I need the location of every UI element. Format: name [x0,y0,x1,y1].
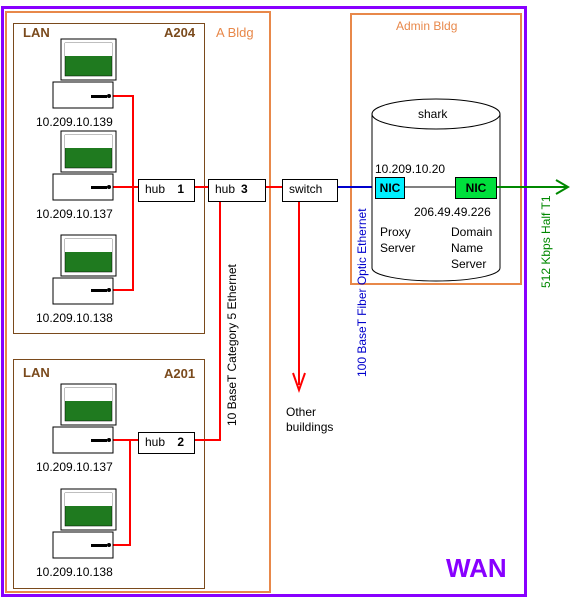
t1-link-label: 512 Kbps Half T1 [539,195,553,288]
proxy-server-label: Proxy Server [380,225,416,255]
fiber-optic-label: 100 BaseT Fiber Optic Ethernet [355,208,369,377]
hub-number: 2 [177,435,184,449]
server-name: shark [418,107,448,121]
nic-internal: NIC [375,177,405,199]
computer-lan2-1 [52,383,117,454]
computer-lan1-3 [52,234,117,305]
admin-building-frame [350,13,522,285]
server-external-ip: 206.49.49.226 [414,205,491,219]
t1-arrow [555,179,570,195]
switch-label: switch [289,182,323,196]
nic-external: NIC [455,177,497,199]
lan-a204-label: LAN [23,25,50,40]
hub-3: hub 3 [208,179,266,202]
hub-name: hub [215,182,236,196]
computer-ip-label: 10.209.10.137 [36,207,113,221]
hub-1: hub 1 [138,179,195,202]
computer-ip-label: 10.209.10.137 [36,460,113,474]
hub-name: hub [145,435,166,449]
switch: switch [282,179,338,202]
a-building-frame [5,11,271,593]
lan-a204-frame [13,23,205,334]
a-building-label: A Bldg [216,25,254,40]
lan-a201-wiring [113,439,138,546]
dns-server-label: Domain Name Server [451,225,493,271]
lan-a204-wiring [113,95,138,291]
server-cylinder [371,98,501,282]
lan-a201-room: A201 [164,366,196,381]
lan-a201-label: LAN [23,365,50,380]
cat5-ethernet-label: 10 BaseT Category 5 Ethernet [225,264,239,426]
admin-building-label: Admin Bldg [396,19,458,33]
hub-number: 1 [177,182,184,196]
hub-name: hub [145,182,166,196]
computer-ip-label: 10.209.10.139 [36,115,113,129]
other-buildings-label: Other buildings [286,405,334,434]
hub-number: 3 [241,182,248,196]
server-internal-ip: 10.209.10.20 [375,162,446,176]
lan-a201-frame [13,359,205,589]
computer-ip-label: 10.209.10.138 [36,565,113,579]
hub3-hub2-link [195,202,221,441]
computer-lan1-1 [52,38,117,109]
wan-frame [1,6,527,597]
lan-a204-room: A204 [164,25,196,40]
hub-2: hub 2 [138,432,195,454]
computer-lan2-2 [52,488,117,559]
other-buildings-arrow [292,372,306,394]
computer-lan1-2 [52,130,117,201]
computer-ip-label: 10.209.10.138 [36,311,113,325]
wan-label: WAN [446,553,507,583]
